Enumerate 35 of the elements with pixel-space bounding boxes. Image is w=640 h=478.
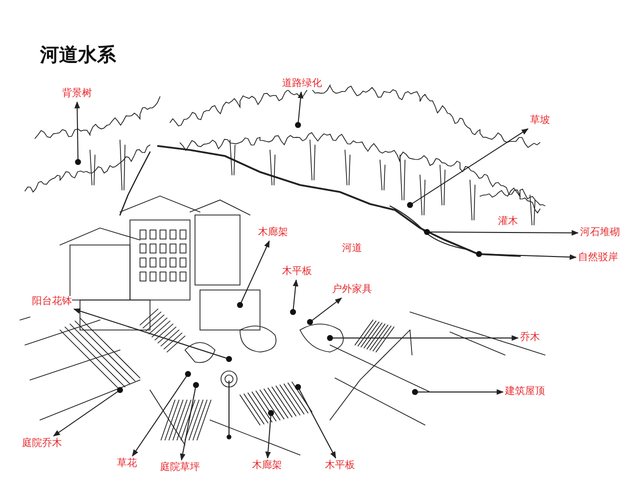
leader-line (73, 308, 232, 362)
callout-label: 木平板 (282, 266, 312, 278)
leader-line (424, 229, 579, 236)
callout-label: 庭院草坪 (160, 462, 200, 474)
callout-label: 木平板 (325, 460, 355, 472)
callout-label: 道路绿化 (282, 78, 322, 90)
callout-label: 河石堆砌 (580, 227, 620, 239)
callout-label: 阳台花钵 (32, 296, 72, 308)
leader-line (327, 335, 519, 341)
leader-line (407, 128, 529, 208)
callout-label: 木廊架 (258, 227, 288, 239)
leader-line (412, 389, 504, 395)
leader-line (307, 298, 342, 325)
callout-label: 庭院乔木 (22, 438, 62, 450)
callout-label: 背景树 (62, 88, 92, 100)
callout-label: 草坡 (530, 115, 550, 127)
area-label: 河道 (342, 243, 362, 255)
leader-line (53, 387, 123, 436)
callout-label: 建筑屋顶 (505, 386, 545, 398)
title: 河道水系 (40, 43, 116, 68)
leader-line (180, 382, 199, 461)
leader-line (295, 91, 304, 128)
callout-label: 乔木 (520, 332, 540, 344)
callout-label: 木廊架 (252, 460, 282, 472)
leader-line (290, 279, 298, 315)
leader-line (132, 371, 191, 457)
area-label: 灌木 (498, 216, 518, 228)
leader-line (74, 101, 81, 165)
leader-line (265, 410, 274, 459)
leader-line (476, 251, 577, 260)
callout-label: 户外家具 (332, 284, 372, 296)
callout-label: 自然驳岸 (578, 252, 618, 264)
leader-line (295, 384, 336, 459)
leader-line (237, 240, 270, 308)
callout-label: 草花 (117, 458, 137, 470)
